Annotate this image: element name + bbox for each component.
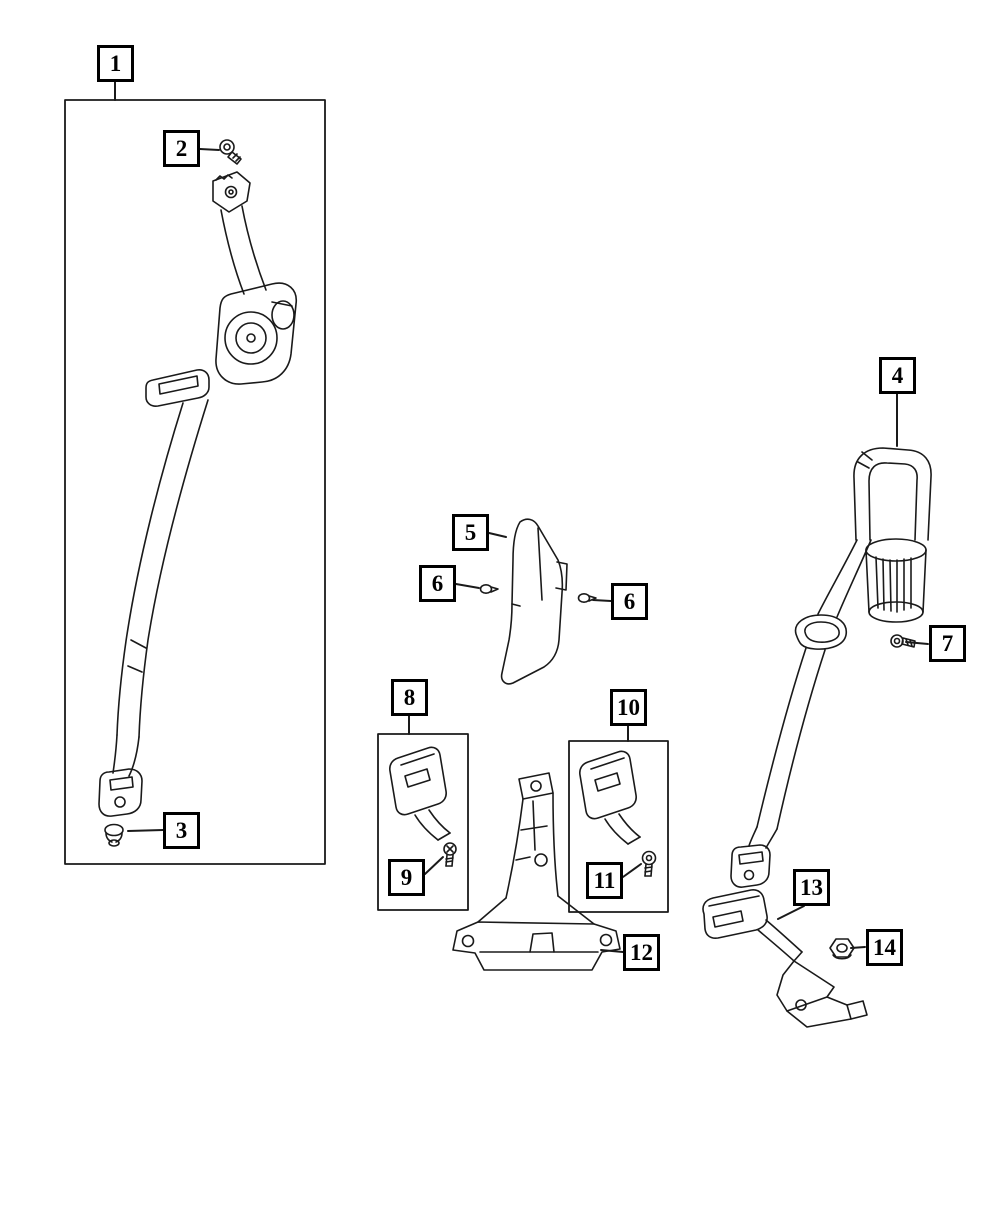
part-2-screw-drawing bbox=[219, 139, 242, 165]
callout-6b: 6 bbox=[611, 583, 648, 620]
callout-leader-lines bbox=[114, 81, 929, 953]
callout-7: 7 bbox=[929, 625, 966, 662]
part-10-buckle-drawing bbox=[579, 750, 641, 845]
callout-1: 1 bbox=[97, 45, 134, 82]
part-9-screw-drawing bbox=[443, 842, 457, 867]
part-1-retractor-belt-drawing bbox=[98, 171, 297, 817]
callout-6a: 6 bbox=[419, 565, 456, 602]
part-1-enclosure-box bbox=[64, 99, 326, 865]
part-5-trim-cover-drawing bbox=[500, 518, 568, 685]
callout-2: 2 bbox=[163, 130, 200, 167]
callout-5: 5 bbox=[452, 514, 489, 551]
callout-9: 9 bbox=[388, 859, 425, 896]
callout-4: 4 bbox=[879, 357, 916, 394]
callout-14: 14 bbox=[866, 929, 903, 966]
part-6-screw-left-drawing bbox=[479, 583, 499, 594]
callout-11: 11 bbox=[586, 862, 623, 899]
callout-3: 3 bbox=[163, 812, 200, 849]
part-11-screw-drawing bbox=[641, 850, 657, 877]
part-8-buckle-drawing bbox=[389, 746, 451, 841]
part-10-enclosure-box bbox=[568, 740, 669, 913]
part-14-nut-drawing bbox=[829, 938, 855, 960]
callout-12: 12 bbox=[623, 934, 660, 971]
part-12-anchor-bracket-drawing bbox=[452, 772, 621, 971]
part-8-enclosure-box bbox=[377, 733, 469, 911]
part-13-buckle-bracket-drawing bbox=[702, 889, 868, 1028]
callout-13: 13 bbox=[793, 869, 830, 906]
part-7-screw-drawing bbox=[890, 634, 916, 648]
part-4-retractor-belt-drawing bbox=[730, 447, 932, 888]
callout-8: 8 bbox=[391, 679, 428, 716]
part-6-screw-right-drawing bbox=[577, 592, 597, 603]
callout-10: 10 bbox=[610, 689, 647, 726]
part-3-push-pin-drawing bbox=[104, 823, 124, 847]
